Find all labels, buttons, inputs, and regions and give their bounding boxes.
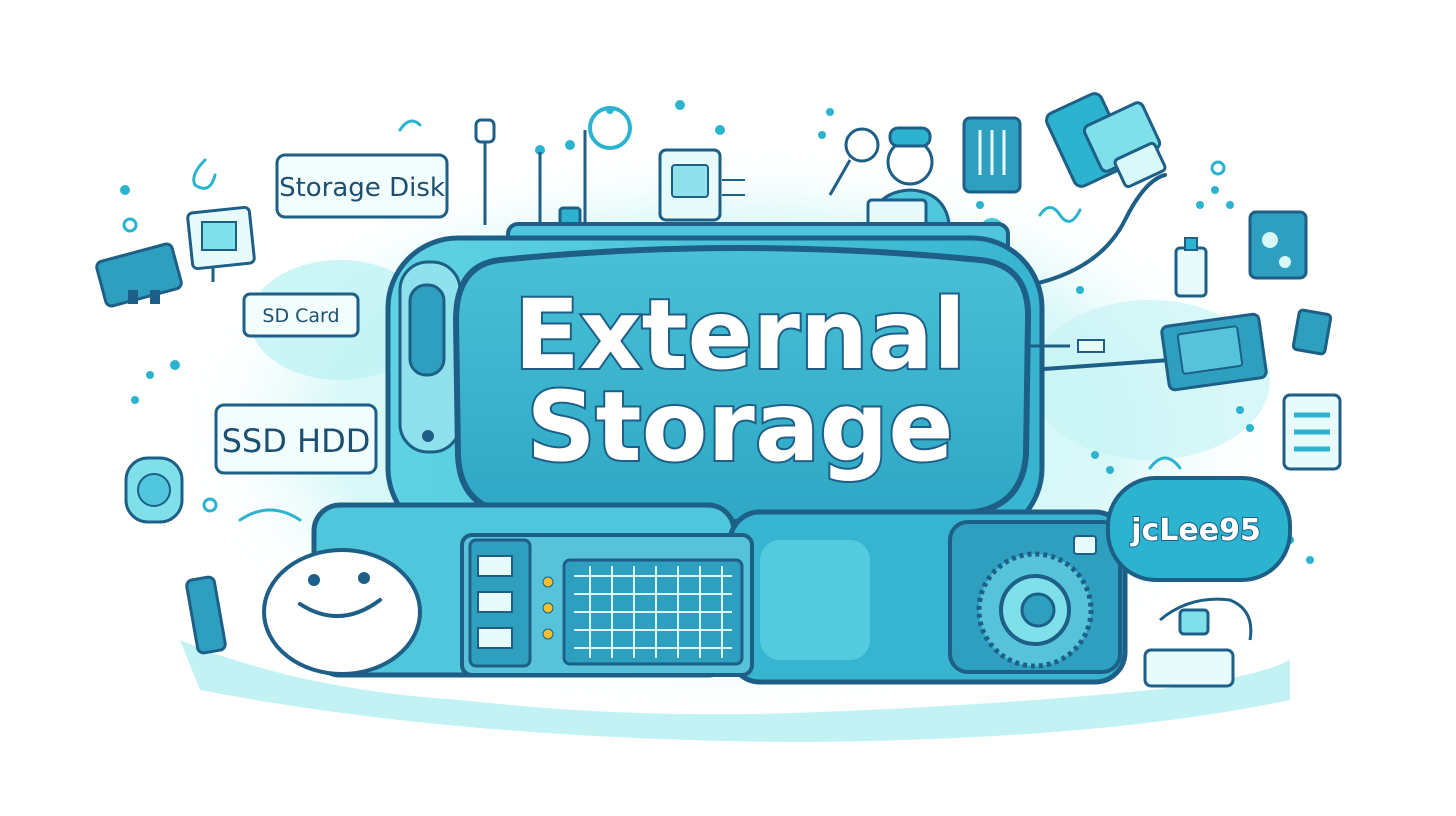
- ssd-module-icon: [1160, 312, 1268, 392]
- top-connectors: [474, 106, 632, 228]
- brand-tag: jcLee95: [1106, 476, 1292, 582]
- usb-drive-icon: [1174, 237, 1208, 298]
- storage-disk-text: Storage Disk: [279, 173, 445, 203]
- sd-card-label: SD Card: [242, 292, 360, 338]
- sketch-device-icon: [1143, 597, 1253, 688]
- small-card-icon: [1291, 308, 1333, 356]
- document-stack-icon: [1282, 393, 1342, 471]
- title-line-2: Storage: [527, 371, 954, 483]
- hard-drive-icon: [1248, 210, 1308, 280]
- title-panel: External Storage: [452, 245, 1032, 525]
- usb-stick-icon: [95, 242, 183, 308]
- sd-card-text: SD Card: [262, 305, 339, 327]
- sd-card-device-icon: [186, 205, 256, 282]
- flash-drive-icon: [185, 575, 227, 655]
- floating-card-icon: [1045, 92, 1167, 189]
- server-unit: [460, 533, 754, 677]
- storage-disk-label: Storage Disk: [275, 153, 449, 219]
- camera-lens-drive: [948, 520, 1122, 674]
- round-drive-icon: [124, 456, 184, 524]
- card-reader-icon: [658, 148, 745, 222]
- ssd-hdd-text: SSD HDD: [222, 422, 371, 460]
- cable: [1028, 173, 1172, 372]
- memory-card-icon: [962, 116, 1022, 194]
- title-line-1: External: [514, 279, 966, 391]
- ssd-hdd-label: SSD HDD: [214, 403, 378, 475]
- brand-tag-text: jcLee95: [1130, 513, 1261, 548]
- smiling-mascot: [262, 548, 422, 676]
